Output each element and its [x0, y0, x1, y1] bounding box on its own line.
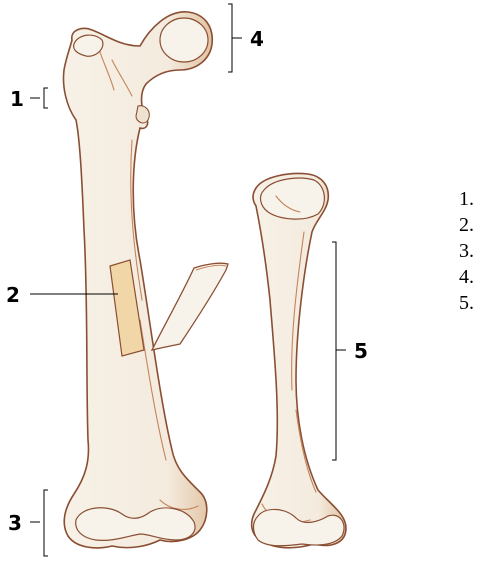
- lesser-trochanter: [136, 106, 149, 123]
- bracket-4: [228, 4, 242, 72]
- label-1: 1: [10, 87, 24, 111]
- bracket-3: [30, 490, 48, 556]
- label-5: 5: [354, 339, 368, 363]
- callout-3: 3: [8, 490, 48, 556]
- answer-item-1: 1.: [459, 186, 474, 212]
- bone-sliver: [152, 263, 228, 350]
- callout-4: 4: [228, 4, 264, 72]
- humerus-head: [261, 178, 325, 219]
- label-3: 3: [8, 511, 22, 535]
- label-2: 2: [6, 283, 20, 307]
- femur-head: [160, 18, 208, 62]
- label-4: 4: [250, 27, 264, 51]
- answer-item-5: 5.: [459, 290, 474, 316]
- bracket-1: [30, 88, 48, 108]
- answer-item-4: 4.: [459, 264, 474, 290]
- callout-1: 1: [10, 87, 48, 111]
- answer-item-2: 2.: [459, 212, 474, 238]
- callout-5: 5: [332, 242, 368, 460]
- answer-item-3: 3.: [459, 238, 474, 264]
- answer-list: 1. 2. 3. 4. 5.: [459, 186, 474, 316]
- humerus-outline: [252, 174, 346, 548]
- humerus: [252, 174, 346, 548]
- greater-trochanter: [74, 35, 103, 56]
- bracket-5: [332, 242, 346, 460]
